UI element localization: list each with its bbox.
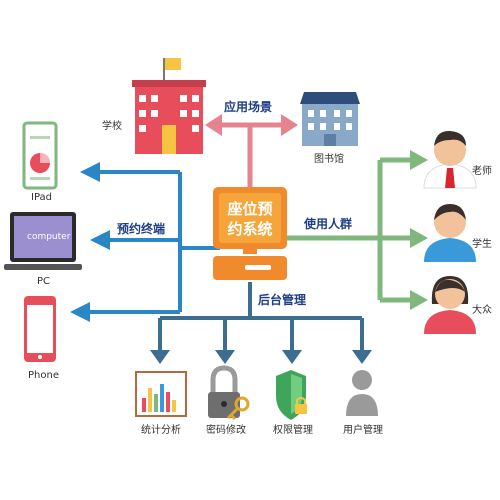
library-label: 图书馆 — [314, 154, 344, 165]
backend-connector — [150, 282, 372, 364]
ipad-label: IPad — [31, 192, 53, 203]
student-avatar-icon — [424, 204, 476, 262]
user-profile-icon — [346, 370, 378, 416]
lock-key-icon — [208, 365, 250, 421]
school-building-icon — [132, 58, 206, 154]
user-mgmt-label: 用户管理 — [343, 425, 383, 436]
phone-label: Phone — [28, 370, 59, 381]
shield-lock-icon — [276, 370, 307, 420]
library-building-icon — [300, 92, 360, 146]
users-connector — [282, 150, 428, 310]
public-avatar-icon — [424, 276, 476, 334]
center-system-label: 座位预 约系统 — [219, 199, 281, 239]
edge-label-scenario: 应用场景 — [224, 100, 273, 114]
stats-chart-icon — [135, 371, 187, 417]
edge-label-users: 使用人群 — [304, 217, 353, 231]
ipad-icon — [22, 121, 58, 190]
phone-icon — [24, 296, 56, 362]
center-line-2: 约系统 — [227, 220, 273, 238]
teacher-label: 老师 — [472, 166, 492, 177]
terminals-connector — [70, 162, 220, 322]
center-line-1: 座位预 — [227, 200, 273, 218]
permission-label: 权限管理 — [273, 425, 313, 436]
student-label: 学生 — [472, 239, 492, 250]
pc-screen-text: computer — [27, 232, 71, 242]
stats-label: 统计分析 — [141, 425, 181, 436]
pc-label: PC — [37, 276, 51, 287]
password-label: 密码修改 — [206, 425, 246, 436]
school-label: 学校 — [102, 121, 122, 132]
public-label: 大众 — [472, 305, 492, 316]
pc-icon — [4, 212, 82, 270]
scenario-connector — [205, 114, 298, 188]
teacher-avatar-icon — [423, 130, 477, 189]
edge-label-terminals: 预约终端 — [117, 222, 166, 236]
seat-system-icon — [213, 187, 287, 280]
edge-label-backend: 后台管理 — [258, 293, 307, 307]
